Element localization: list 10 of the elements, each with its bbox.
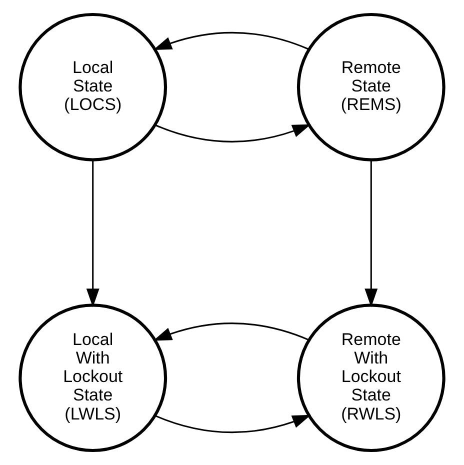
node-circle: Remote With Lockout State (RWLS) xyxy=(296,304,446,452)
node-circle: Local State (LOCS) xyxy=(18,12,168,162)
arrow xyxy=(86,160,100,308)
arrow xyxy=(364,160,378,308)
arrow xyxy=(153,32,310,50)
arrow xyxy=(155,124,311,142)
node-circle: Local With Lockout State (LWLS) xyxy=(18,304,168,452)
arrow xyxy=(155,414,311,434)
node-circle: Remote State (REMS) xyxy=(296,12,446,162)
arrow xyxy=(153,322,310,341)
